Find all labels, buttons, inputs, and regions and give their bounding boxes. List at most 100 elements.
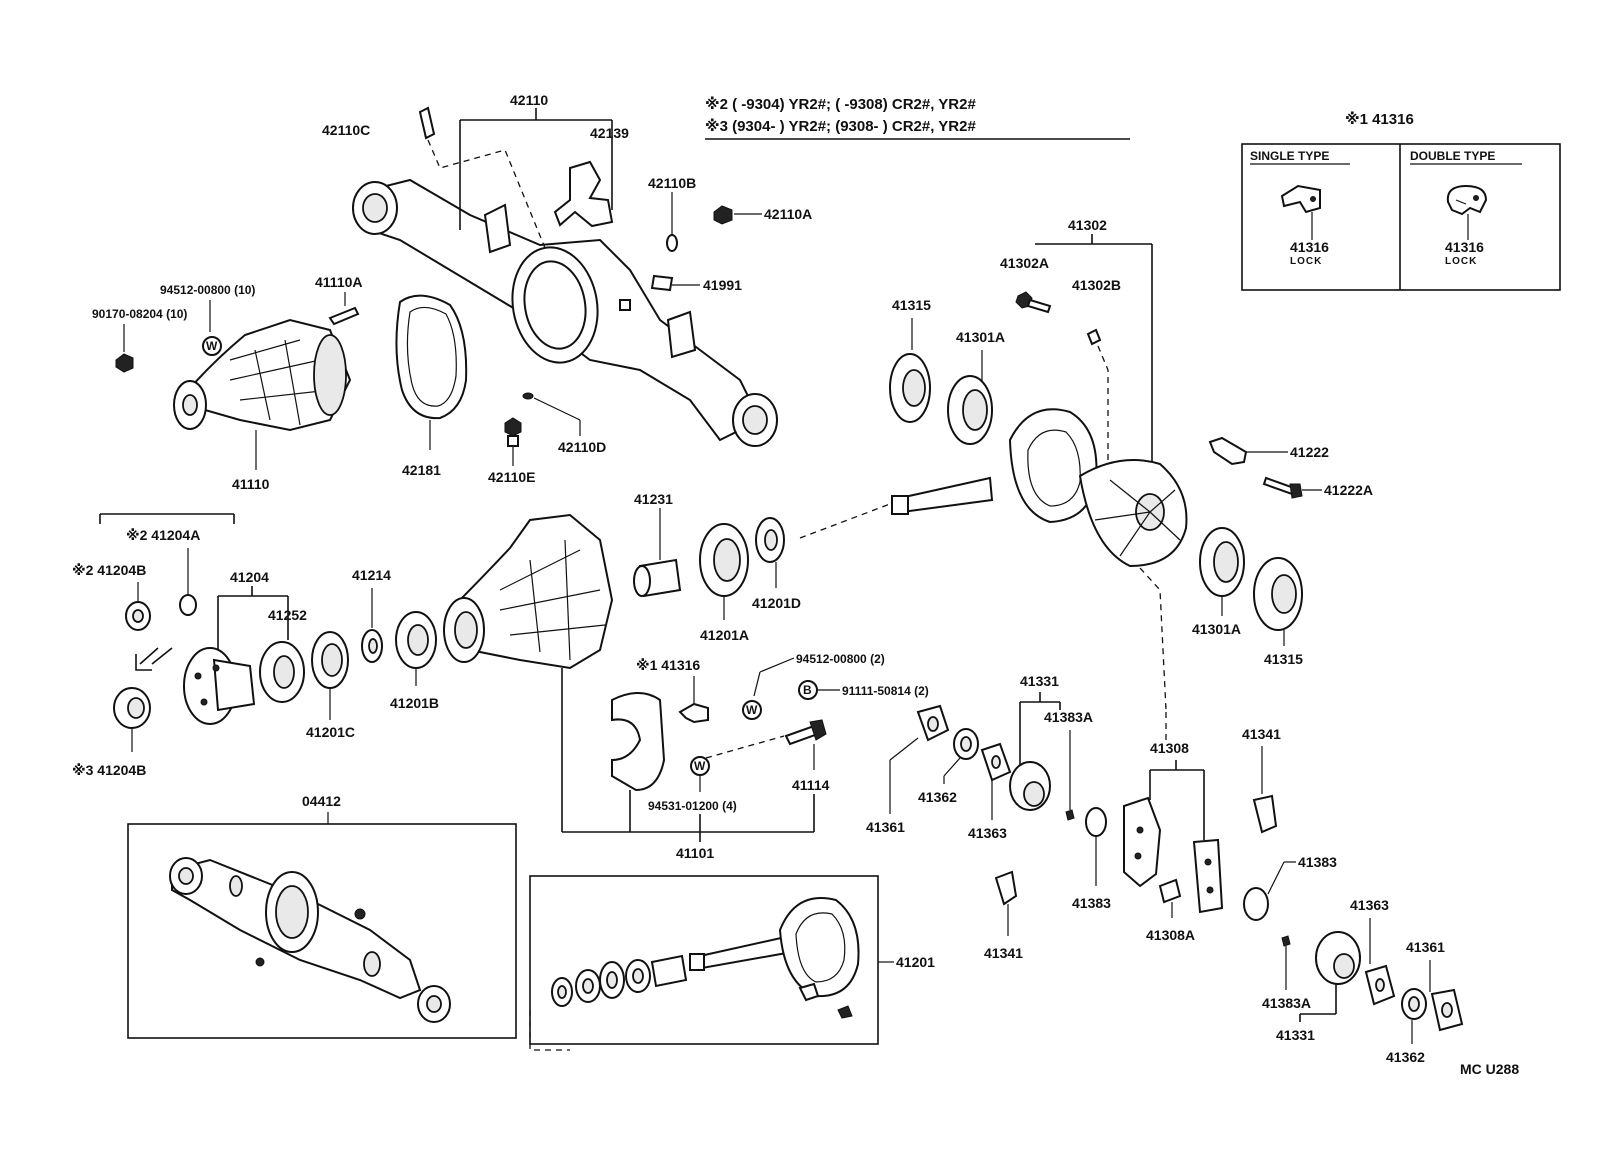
leader-41361-l-a xyxy=(889,737,919,761)
label-42110A: 42110A xyxy=(764,206,812,222)
label-41383-r: 41383 xyxy=(1298,854,1337,870)
double-lock-sub: LOCK xyxy=(1445,256,1477,267)
washer-symbol-3-text: W xyxy=(694,759,706,773)
nut-41204B-2 xyxy=(125,601,151,631)
label-94512-10: 94512-00800 (10) xyxy=(160,283,255,297)
bearing-41201B xyxy=(395,611,437,669)
bearing-41201A xyxy=(699,523,749,597)
stud-41110A xyxy=(328,306,360,326)
spring-41308A xyxy=(1158,878,1182,904)
companion-flange-41204 xyxy=(183,647,256,725)
label-41331-top: 41331 xyxy=(1020,673,1059,689)
label-41201C: 41201C xyxy=(306,724,355,740)
gasket-42181 xyxy=(395,294,468,420)
double-type-header: DOUBLE TYPE xyxy=(1410,149,1495,163)
label-41361-r: 41361 xyxy=(1406,939,1445,955)
pin-41383A-top xyxy=(1065,809,1075,821)
label-41315-bot: 41315 xyxy=(1264,651,1303,667)
bolt-41222A xyxy=(1262,476,1303,499)
lock-box-title: ※1 41316 xyxy=(1345,110,1414,128)
bolt-41114 xyxy=(784,719,827,746)
label-94512-2: 94512-00800 (2) xyxy=(796,652,885,666)
label-91111: 91111-50814 (2) xyxy=(842,684,929,698)
label-41991: 41991 xyxy=(703,277,742,293)
washer-symbol-3: W xyxy=(690,756,710,776)
carrier-assy-41110 xyxy=(173,318,352,432)
oil-seal-41201C xyxy=(311,631,349,689)
nut-41204B-3 xyxy=(113,687,151,729)
box-41201 xyxy=(529,875,879,1045)
pinion-gear-41341-r xyxy=(1252,794,1278,834)
single-lock-sub: LOCK xyxy=(1290,256,1322,267)
vent-hose-42139 xyxy=(553,160,614,228)
label-41114: 41114 xyxy=(792,777,830,793)
bearing-cap-41101 xyxy=(611,692,666,792)
thrust-washer-41383-l xyxy=(1085,807,1107,837)
label-42139: 42139 xyxy=(590,125,629,141)
washer-41201D xyxy=(755,517,785,563)
washer-42110D xyxy=(522,392,534,400)
label-41201A: 41201A xyxy=(700,627,749,643)
label-41204A: ※2 41204A xyxy=(126,527,200,543)
label-42110: 42110 xyxy=(510,92,548,108)
breather-plug-42110C xyxy=(418,106,546,249)
label-41383A-bot: 41383A xyxy=(1262,995,1311,1011)
label-41252: 41252 xyxy=(268,607,307,623)
thrust-washer-41361-l xyxy=(916,704,950,742)
label-41204B-3: ※3 41204B xyxy=(72,762,146,778)
dash-case-down xyxy=(1139,567,1167,711)
label-42110E: 42110E xyxy=(488,469,536,485)
single-lock-part-number: 41316 xyxy=(1290,239,1329,255)
label-41315-top: 41315 xyxy=(892,297,931,313)
dash-41114 xyxy=(705,735,785,759)
label-41301A-top: 41301A xyxy=(956,329,1005,345)
single-type-header: SINGLE TYPE xyxy=(1250,149,1329,163)
bearing-41301A-bot xyxy=(1199,527,1245,597)
label-41301A-bot: 41301A xyxy=(1192,621,1241,637)
lock-box-frame xyxy=(1241,143,1561,291)
plug-42110E xyxy=(504,417,522,447)
diff-lock-41308-block xyxy=(1192,838,1224,914)
bolt-41302A xyxy=(1015,291,1052,314)
label-41201D: 41201D xyxy=(752,595,801,611)
single-lock-icon xyxy=(1280,184,1321,240)
label-41204: 41204 xyxy=(230,569,269,585)
pinion-gear-41341-l xyxy=(994,870,1018,906)
direction-arrow xyxy=(135,647,173,671)
label-41308A: 41308A xyxy=(1146,927,1195,943)
note-line-2: ※3 (9304- ) YR2#; (9308- ) CR2#, YR2# xyxy=(705,117,976,135)
nut-90170 xyxy=(115,353,134,373)
dash-41302B xyxy=(1097,345,1109,470)
adjusting-nut-41315-bot xyxy=(1253,557,1303,631)
label-41201B: 41201B xyxy=(390,695,439,711)
label-42181: 42181 xyxy=(402,462,441,478)
bolt-symbol-text: B xyxy=(803,683,812,697)
gear-kit-41201 xyxy=(551,897,860,1019)
label-42110B: 42110B xyxy=(648,175,696,191)
leader-94512-2 xyxy=(759,657,795,673)
label-41341-r: 41341 xyxy=(1242,726,1281,742)
label-41362-r: 41362 xyxy=(1386,1049,1425,1065)
label-41363-l: 41363 xyxy=(968,825,1007,841)
box-04412 xyxy=(127,823,517,1039)
label-41302A: 41302A xyxy=(1000,255,1049,271)
label-94531: 94531-01200 (4) xyxy=(648,799,737,813)
housing-kit-04412 xyxy=(169,857,451,1023)
leader-41383-r-a xyxy=(1267,861,1285,895)
label-41110: 41110 xyxy=(232,476,270,492)
dash-pinion xyxy=(799,503,891,539)
washer-41362-l xyxy=(953,728,979,760)
double-lock-part-number: 41316 xyxy=(1445,239,1484,255)
diagram-code: MC U288 xyxy=(1460,1061,1519,1077)
label-41214: 41214 xyxy=(352,567,391,583)
label-41222A: 41222A xyxy=(1324,482,1373,498)
bolt-41222 xyxy=(1208,436,1248,466)
side-gear-41331-bot xyxy=(1315,931,1361,985)
washer-symbol-1-text: W xyxy=(206,339,218,353)
label-41302B: 41302B xyxy=(1072,277,1121,293)
washer-41214 xyxy=(361,629,383,663)
ring-gear-and-diff-case xyxy=(891,408,1188,568)
label-41101: 41101 xyxy=(676,845,714,861)
washer-symbol-1: W xyxy=(202,336,222,356)
